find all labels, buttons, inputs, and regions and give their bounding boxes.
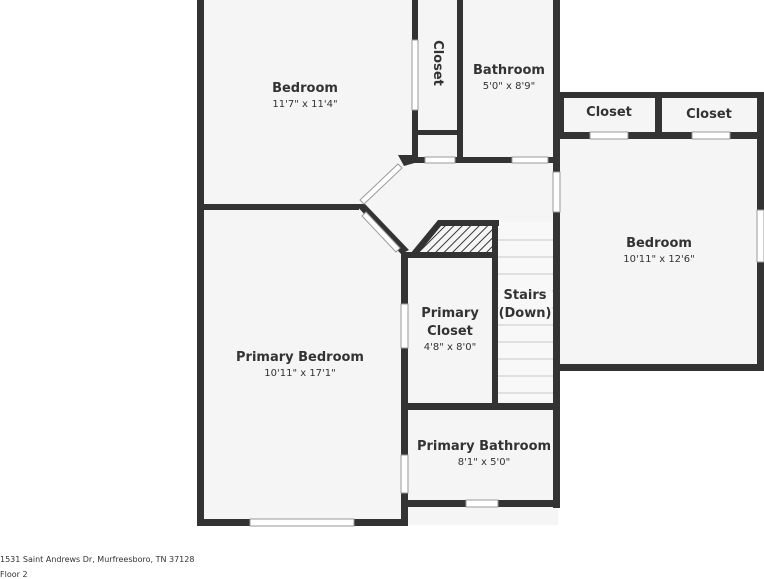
room-dimensions: 8'1" x 5'0": [457, 457, 511, 468]
room-bathroom: Bathroom 5'0" x 8'9": [473, 62, 545, 94]
room-closet-east-1: Closet: [586, 104, 632, 122]
room-dimensions: 10'11" x 17'1": [264, 368, 336, 379]
room-dimensions: 4'8" x 8'0": [423, 342, 477, 353]
room-primary-bedroom: Primary Bedroom 10'11" x 17'1": [236, 349, 364, 381]
windows: [249, 39, 764, 527]
room-name: Closet: [586, 105, 632, 120]
room-bedroom-east: Bedroom 10'11" x 12'6": [623, 235, 695, 267]
room-name: Primary Bathroom: [416, 439, 552, 454]
room-closet-east-2: Closet: [686, 106, 732, 124]
room-name: Bedroom: [626, 236, 692, 251]
room-closet-north: Closet: [428, 40, 446, 86]
property-address: 1531 Saint Andrews Dr, Murfreesboro, TN …: [0, 555, 195, 564]
room-name: Primary Bedroom: [236, 350, 364, 365]
room-dimensions: 11'7" x 11'4": [272, 99, 338, 110]
room-name-line1: Primary: [421, 306, 479, 321]
stair-landing-hatch: [418, 226, 493, 254]
room-name: Closet: [430, 40, 445, 86]
room-name: Closet: [686, 107, 732, 122]
room-dimensions: 5'0" x 8'9": [482, 81, 536, 92]
room-stairs: Stairs (Down): [498, 287, 552, 323]
room-primary-bathroom: Primary Bathroom 8'1" x 5'0": [417, 438, 551, 470]
room-name: Bedroom: [272, 81, 338, 96]
room-name-line2: Closet: [427, 324, 473, 339]
floor-label: Floor 2: [0, 570, 28, 579]
room-dimensions: 10'11" x 12'6": [623, 254, 695, 265]
stairs-label-line2: (Down): [498, 306, 552, 321]
stairs-label-line1: Stairs: [503, 288, 547, 303]
room-primary-closet: Primary Closet 4'8" x 8'0": [421, 305, 479, 355]
room-bedroom-nw: Bedroom 11'7" x 11'4": [272, 80, 338, 112]
room-name: Bathroom: [473, 63, 545, 78]
